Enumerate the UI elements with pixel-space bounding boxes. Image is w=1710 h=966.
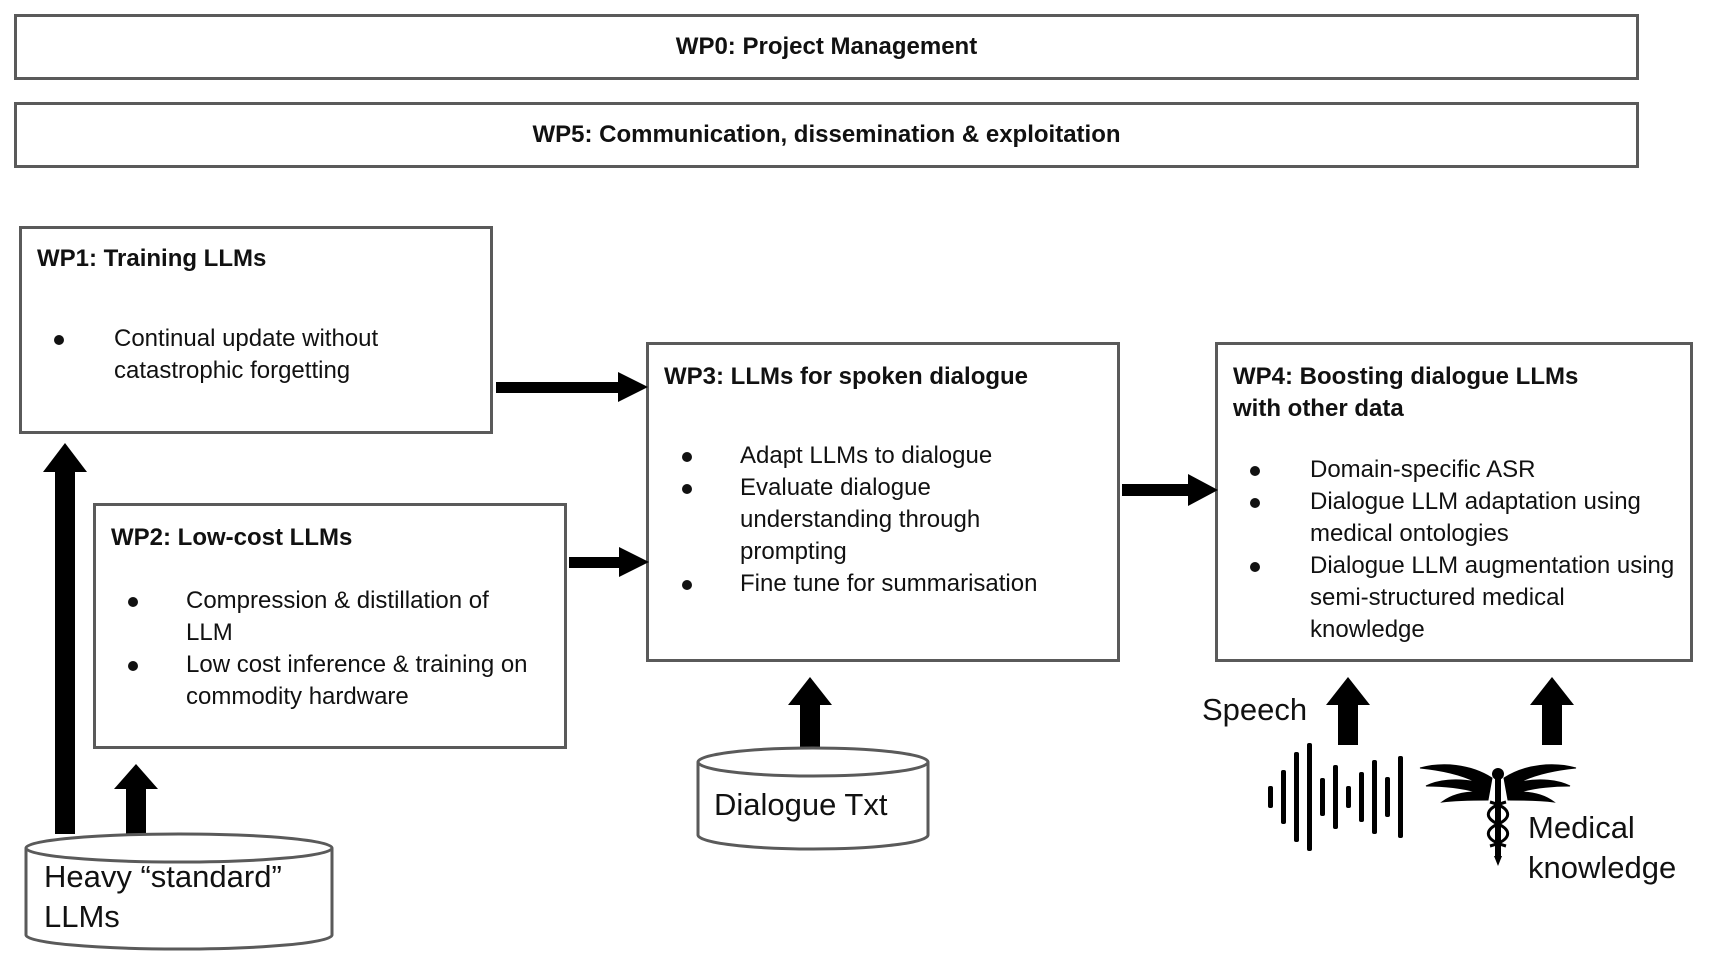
arrow-medical-to-wp4 <box>1530 677 1574 745</box>
bullet-dot <box>682 484 692 494</box>
list-item: Dialogue LLM augmentation using semi-str… <box>1250 550 1680 646</box>
wp5-band: WP5: Communication, dissemination & expl… <box>14 102 1639 168</box>
speech-label: Speech <box>1202 692 1308 727</box>
arrow-heavy-llms-to-wp2 <box>114 764 158 834</box>
arrow-dialogue-txt-to-wp3 <box>788 677 832 750</box>
arrow-heavy-llms-to-wp1 <box>43 443 87 834</box>
bullet-dot <box>682 452 692 462</box>
wp2-bullet-list: Compression & distillation of LLM Low co… <box>128 585 541 713</box>
bullet-dot <box>54 335 64 345</box>
bullet-dot <box>682 580 692 590</box>
wp1-box: WP1: Training LLMs Continual update with… <box>19 226 493 434</box>
arrow-wp1-to-wp3 <box>496 372 648 402</box>
sound-wave-icon <box>1268 743 1403 851</box>
wp5-title: WP5: Communication, dissemination & expl… <box>532 121 1121 148</box>
bullet-dot <box>1250 498 1260 508</box>
heavy-llms-label: Heavy “standard” LLMs <box>44 859 282 934</box>
medical-knowledge-label-line1: Medical <box>1528 810 1635 845</box>
list-item: Evaluate dialogue understanding through … <box>682 472 1080 568</box>
list-item: Domain-specific ASR <box>1250 454 1680 486</box>
bullet-dot <box>1250 562 1260 572</box>
wp3-title: WP3: LLMs for spoken dialogue <box>664 363 1029 390</box>
list-item: Continual update without catastrophic fo… <box>54 323 454 387</box>
heavy-llms-database-icon <box>24 832 334 951</box>
wp2-box: WP2: Low-cost LLMs Compression & distill… <box>93 503 567 749</box>
bullet-dot <box>128 597 138 607</box>
list-item: Fine tune for summarisation <box>682 568 1080 600</box>
wp0-band: WP0: Project Management <box>14 14 1639 80</box>
arrow-speech-to-wp4 <box>1326 677 1370 745</box>
arrow-wp2-to-wp3 <box>569 547 649 577</box>
dialogue-txt-database-icon <box>696 746 930 851</box>
wp0-title: WP0: Project Management <box>675 33 978 60</box>
bullet-dot <box>128 661 138 671</box>
arrow-wp3-to-wp4 <box>1122 474 1218 506</box>
wp4-bullet-list: Domain-specific ASR Dialogue LLM adaptat… <box>1250 454 1680 646</box>
list-item: Adapt LLMs to dialogue <box>682 440 1080 472</box>
list-item: Compression & distillation of LLM <box>128 585 541 649</box>
medical-knowledge-label-line2: knowledge <box>1528 850 1677 885</box>
wp2-title: WP2: Low-cost LLMs <box>111 524 353 551</box>
wp3-bullet-list: Adapt LLMs to dialogue Evaluate dialogue… <box>682 440 1080 600</box>
wp3-box: WP3: LLMs for spoken dialogue Adapt LLMs… <box>646 342 1120 662</box>
wp4-title-line2: with other data <box>1233 395 1404 422</box>
list-item: Low cost inference & training on commodi… <box>128 649 541 713</box>
wp4-title-line1: WP4: Boosting dialogue LLMs <box>1233 363 1579 390</box>
wp1-title: WP1: Training LLMs <box>37 245 267 272</box>
dialogue-txt-label: Dialogue Txt <box>714 787 888 822</box>
wp1-bullet-list: Continual update without catastrophic fo… <box>54 323 454 387</box>
bullet-dot <box>1250 466 1260 476</box>
caduceus-icon <box>1419 764 1577 866</box>
list-item: Dialogue LLM adaptation using medical on… <box>1250 486 1680 550</box>
wp4-box: WP4: Boosting dialogue LLMs with other d… <box>1215 342 1693 662</box>
